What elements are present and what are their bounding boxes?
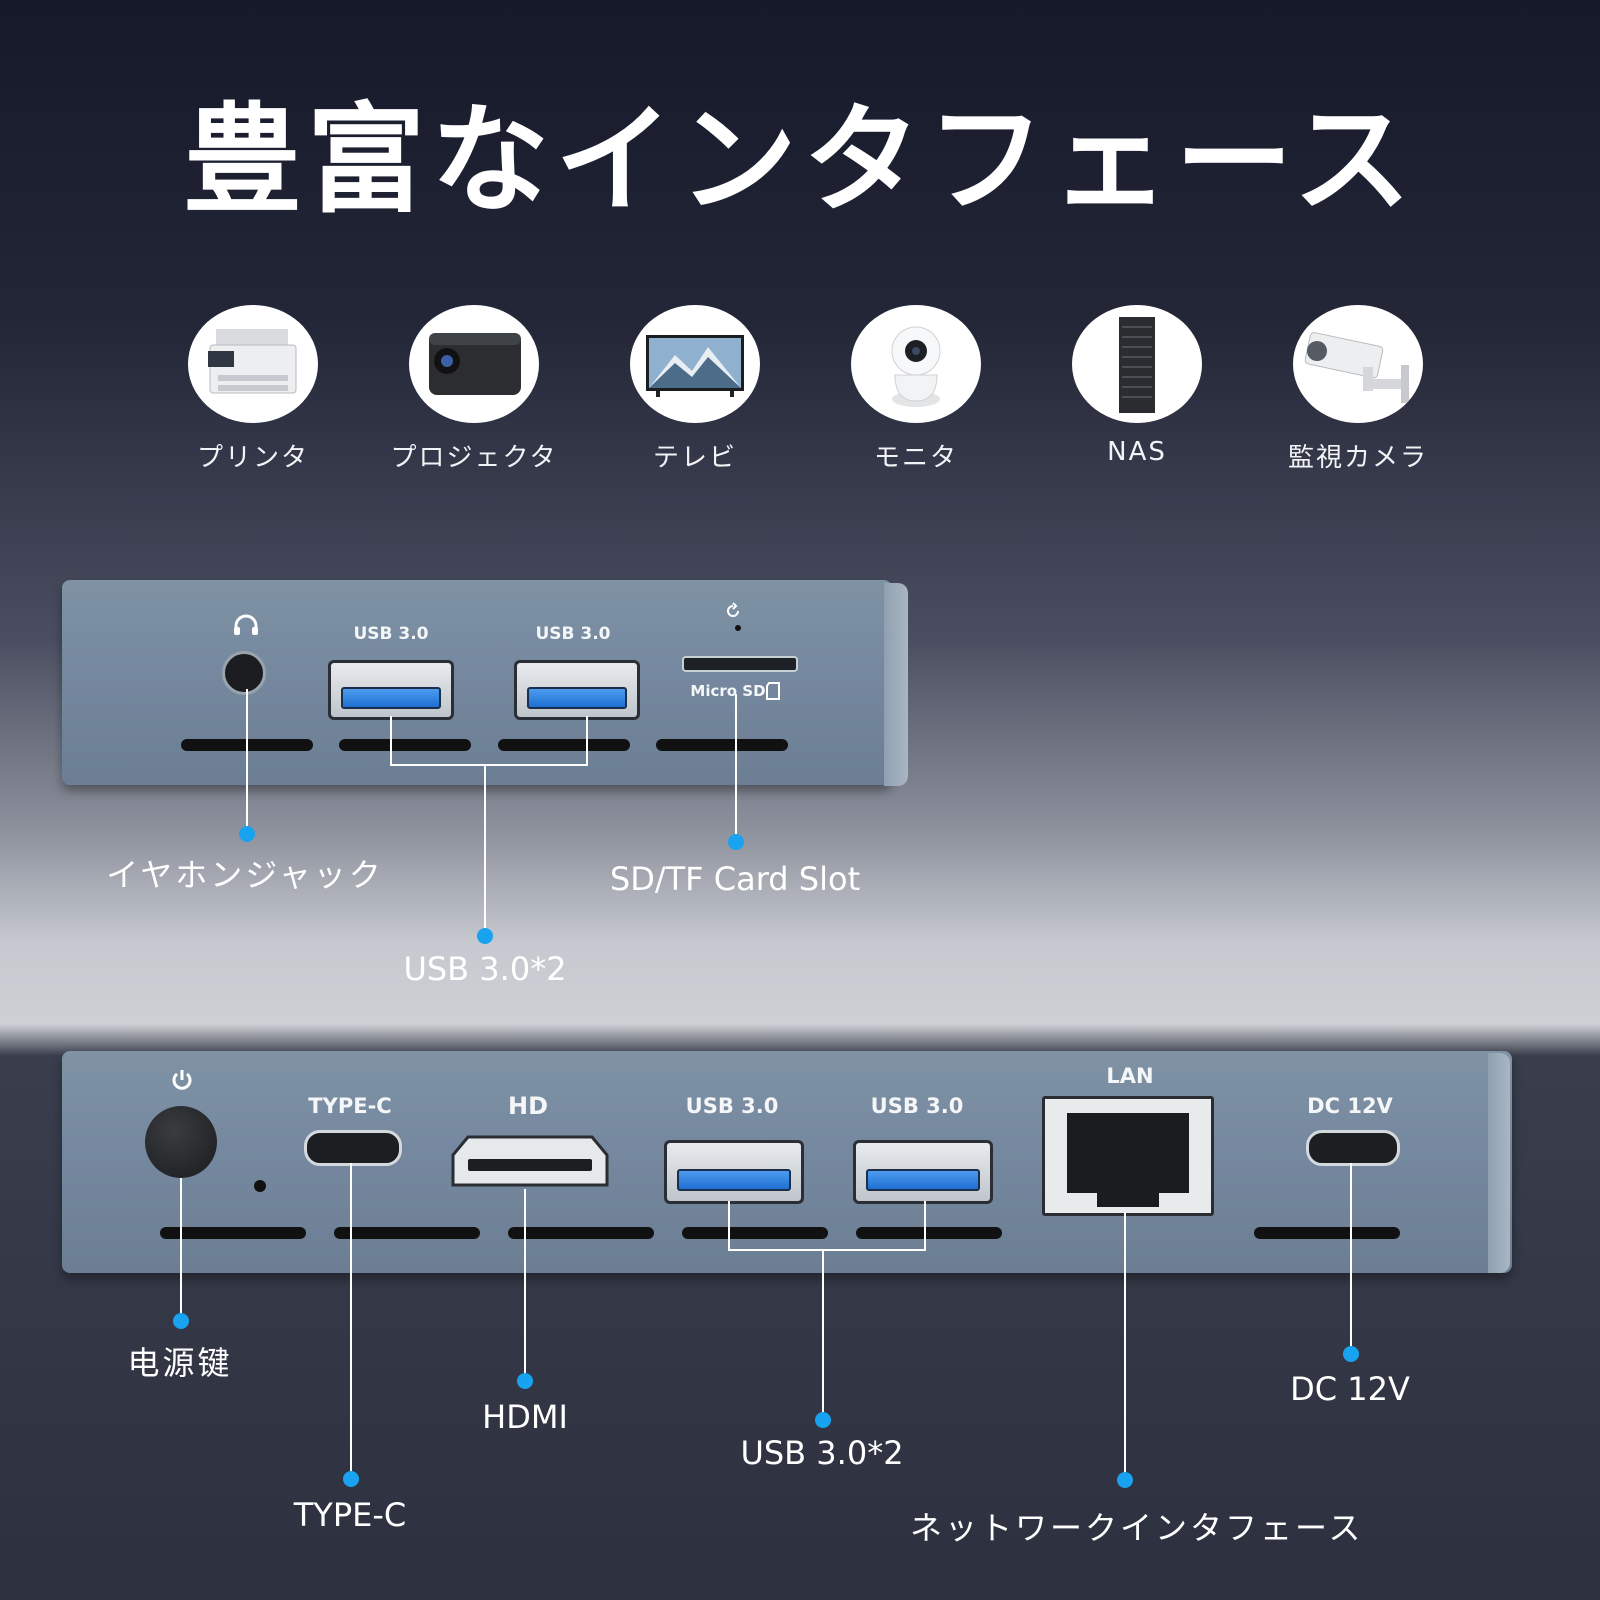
device-label-printer: プリンタ — [196, 443, 309, 473]
callout-dot — [1343, 1346, 1359, 1362]
front-usb1-label: USB 3.0 — [353, 624, 429, 644]
leader-line — [484, 764, 486, 934]
vent — [334, 1227, 480, 1239]
lan-label: LAN — [1106, 1064, 1154, 1088]
callout-front-usb: USB 3.0*2 — [403, 950, 567, 988]
hdmi-port[interactable] — [450, 1133, 610, 1189]
leader-line — [728, 1249, 926, 1251]
microsd-label: Micro SD — [690, 682, 766, 700]
camera-monitor-icon — [851, 305, 981, 423]
callout-dot — [1117, 1472, 1133, 1488]
callout-sd: SD/TF Card Slot — [609, 860, 861, 898]
tv-icon — [630, 305, 760, 423]
front-usb2-port[interactable] — [514, 660, 640, 720]
callout-lan: ネットワークインタフェース — [910, 1509, 1364, 1547]
leader-line — [822, 1249, 824, 1415]
callout-rear-usb: USB 3.0*2 — [740, 1434, 904, 1472]
rear-usb2-port[interactable] — [853, 1140, 993, 1204]
page-title: 豊富なインタフェース — [182, 91, 1418, 229]
leader-line — [524, 1189, 526, 1379]
vent — [682, 1227, 828, 1239]
leader-line — [924, 1201, 926, 1251]
front-usb1-port[interactable] — [328, 660, 454, 720]
device-label-monitor: モニタ — [873, 443, 958, 473]
lan-port[interactable] — [1042, 1096, 1214, 1216]
security-camera-icon — [1293, 305, 1423, 423]
vent — [656, 739, 788, 751]
sd-card-icon — [766, 682, 780, 700]
nas-server-icon — [1072, 305, 1202, 423]
front-panel-edge — [884, 583, 908, 786]
leader-line — [180, 1178, 182, 1318]
vent — [498, 739, 630, 751]
callout-dot — [728, 834, 744, 850]
led-indicator — [254, 1180, 266, 1192]
device-label-nas: NAS — [1107, 437, 1167, 467]
leader-line — [390, 716, 392, 766]
earphone-jack[interactable] — [222, 651, 266, 695]
leader-line — [735, 694, 737, 842]
device-label-camera: 監視カメラ — [1287, 443, 1428, 473]
callout-dot — [815, 1412, 831, 1428]
dc-label: DC 12V — [1307, 1094, 1393, 1118]
leader-line — [246, 689, 248, 833]
callout-dot — [173, 1313, 189, 1329]
microsd-slot[interactable] — [682, 656, 798, 672]
leader-line — [350, 1163, 352, 1475]
leader-line — [586, 716, 588, 766]
callout-dot — [517, 1373, 533, 1389]
leader-line — [390, 764, 588, 766]
printer-icon — [188, 305, 318, 423]
callout-dot — [239, 826, 255, 842]
leader-line — [1350, 1163, 1352, 1355]
dc-port[interactable] — [1306, 1130, 1400, 1166]
hd-label: HD — [507, 1092, 548, 1120]
callout-hdmi: HDMI — [482, 1398, 568, 1436]
device-label-tv: テレビ — [652, 443, 737, 473]
rear-usb1-port[interactable] — [664, 1140, 804, 1204]
callout-dc: DC 12V — [1290, 1370, 1410, 1408]
vent — [339, 739, 471, 751]
reset-hole[interactable] — [735, 625, 741, 631]
rear-usb1-label: USB 3.0 — [685, 1094, 779, 1118]
typec-label: TYPE-C — [308, 1094, 392, 1118]
device-label-projector: プロジェクタ — [390, 443, 558, 473]
projector-icon — [409, 305, 539, 423]
headphone-icon — [234, 614, 258, 635]
vent — [1254, 1227, 1400, 1239]
front-usb2-label: USB 3.0 — [535, 624, 611, 644]
leader-line — [1124, 1213, 1126, 1475]
reset-icon — [727, 602, 739, 617]
typec-port[interactable] — [304, 1130, 402, 1166]
vent — [508, 1227, 654, 1239]
power-icon — [172, 1070, 192, 1090]
callout-typec: TYPE-C — [293, 1496, 407, 1534]
rear-panel-edge — [1488, 1053, 1510, 1273]
power-button[interactable] — [145, 1106, 217, 1178]
rear-usb2-label: USB 3.0 — [870, 1094, 964, 1118]
vent — [160, 1227, 306, 1239]
leader-line — [728, 1201, 730, 1251]
callout-power: 电源键 — [127, 1344, 233, 1382]
callout-dot — [477, 928, 493, 944]
callout-earphone: イヤホンジャック — [106, 856, 384, 894]
vent — [856, 1227, 1002, 1239]
callout-dot — [343, 1471, 359, 1487]
